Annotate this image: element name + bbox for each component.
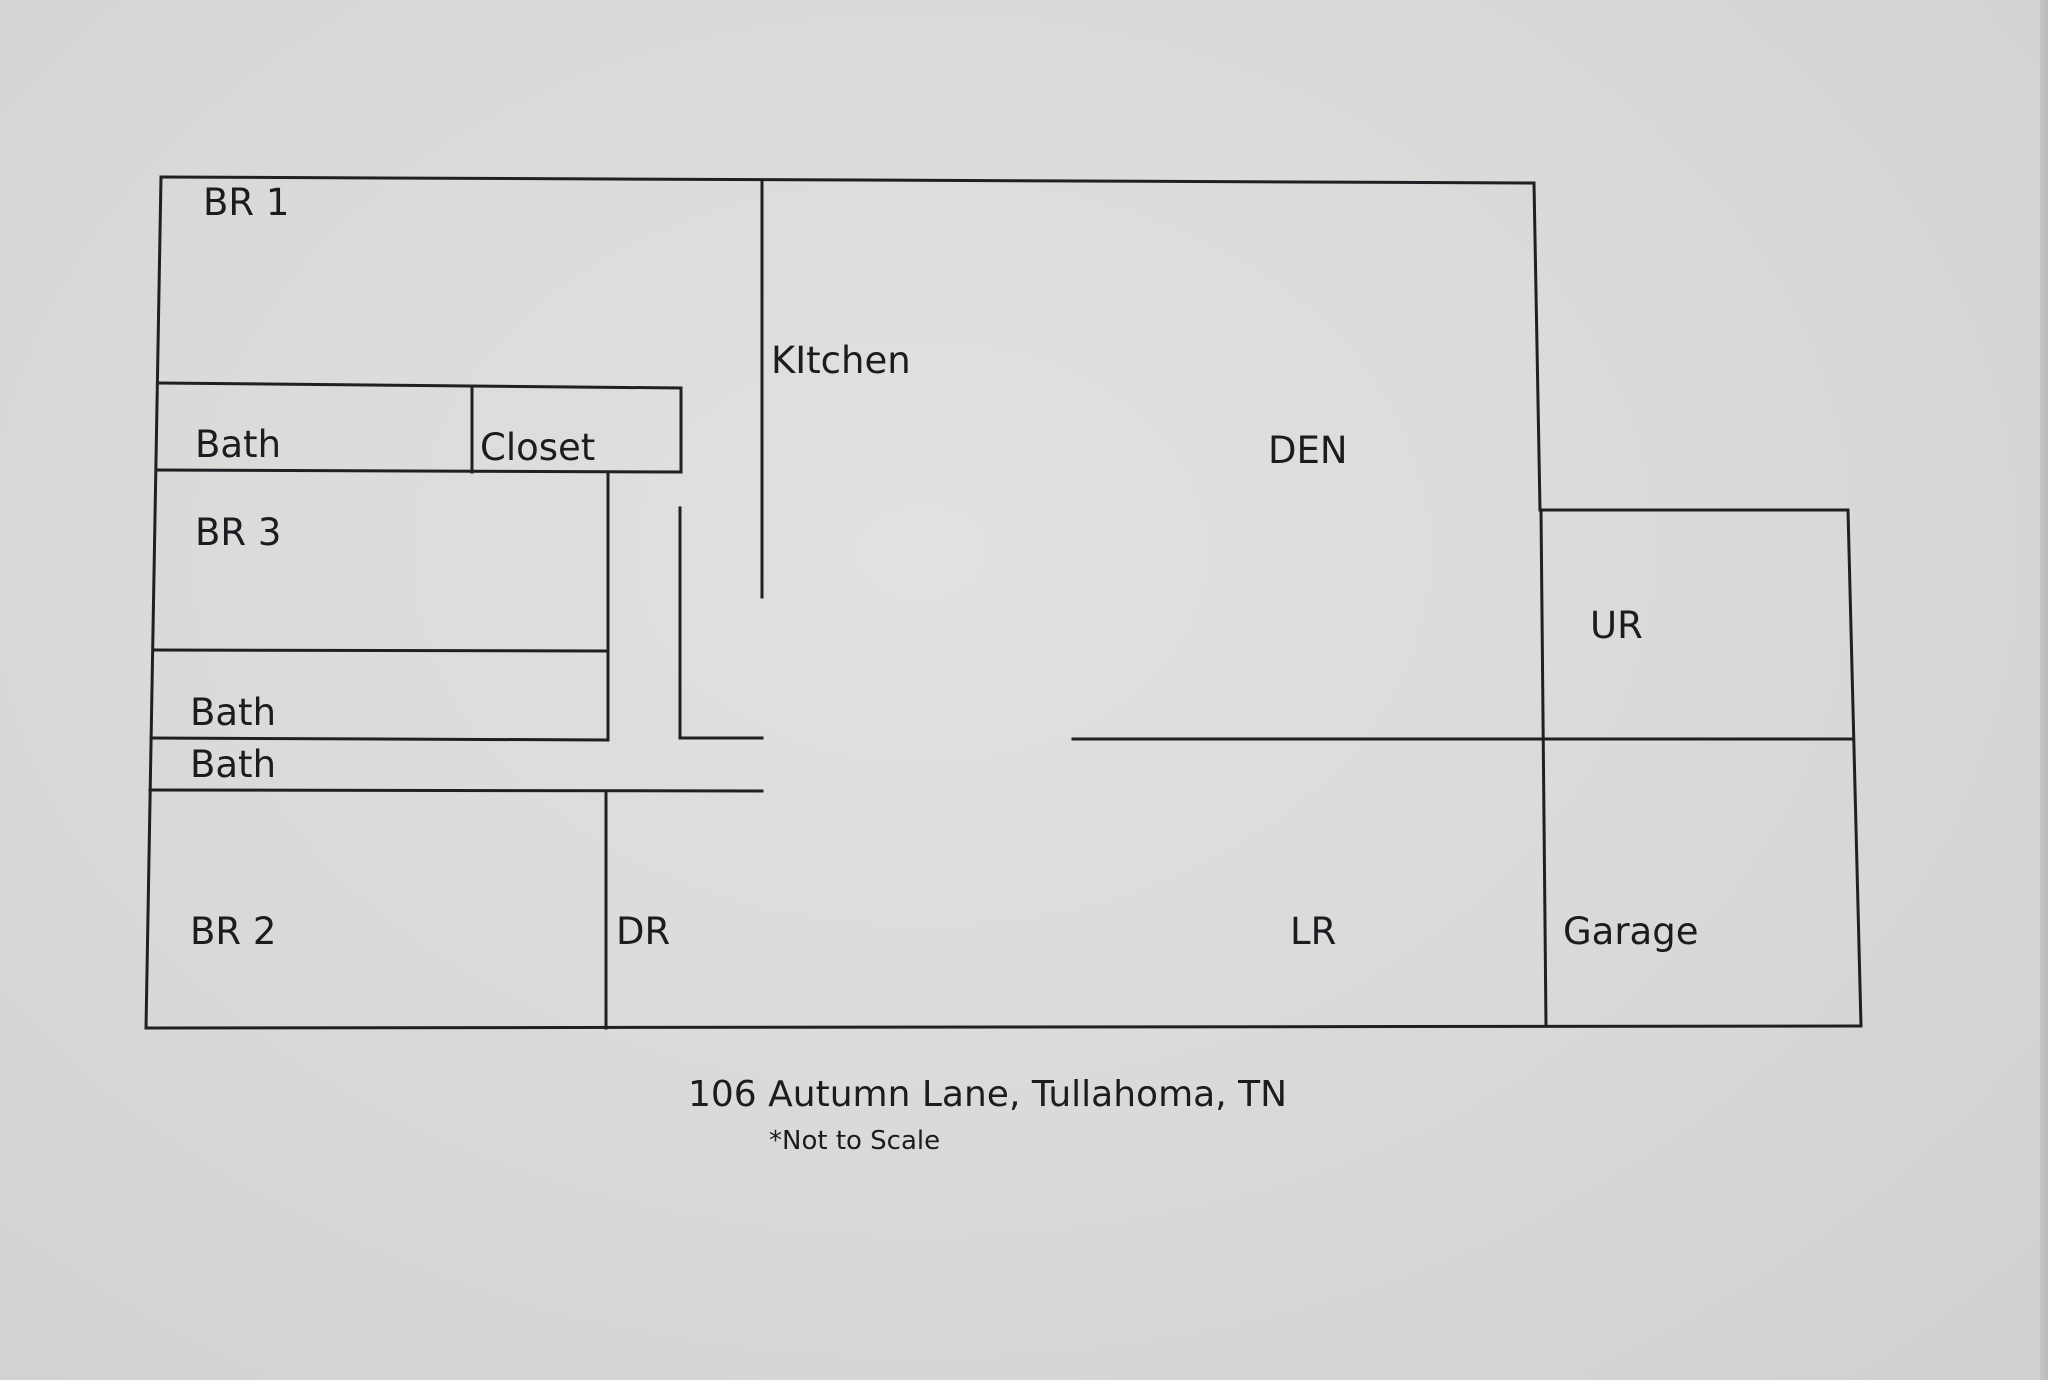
room-label-br3: BR 3	[195, 511, 281, 554]
wall-ur-right	[1846, 508, 1863, 1028]
wall-br1-bottom	[156, 381, 683, 390]
scale-note: *Not to Scale	[769, 1126, 940, 1156]
wall-bottom	[144, 1024, 1863, 1030]
room-label-garage: Garage	[1563, 910, 1698, 953]
wall-top	[159, 175, 1536, 185]
room-label-lr: LR	[1290, 910, 1336, 953]
room-label-den: DEN	[1268, 429, 1348, 472]
wall-bath-top-bottom	[154, 468, 683, 474]
room-label-kitchen: KItchen	[771, 339, 911, 382]
wall-garage-left	[1539, 508, 1548, 1028]
address-caption: 106 Autumn Lane, Tullahoma, TN	[688, 1074, 1287, 1115]
room-labels: BR 1 KItchen Bath Closet DEN BR 3 UR Bat…	[190, 181, 1698, 953]
room-label-bath-mid: Bath	[190, 691, 276, 734]
room-label-bath-low: Bath	[190, 743, 276, 786]
outer-walls	[144, 175, 1863, 1030]
room-label-ur: UR	[1590, 604, 1643, 647]
wall-bath-mid-bottom	[149, 736, 610, 742]
wall-bath-low-bottom	[148, 788, 764, 793]
wall-den-right	[1532, 181, 1542, 512]
interior-walls	[148, 179, 1855, 1030]
room-label-br1: BR 1	[203, 181, 289, 224]
wall-br3-bottom	[151, 648, 609, 653]
room-label-closet: Closet	[480, 426, 595, 469]
wall-left	[144, 175, 163, 1030]
room-label-br2: BR 2	[190, 910, 276, 953]
room-label-bath-top: Bath	[195, 423, 281, 466]
room-label-dr: DR	[616, 910, 670, 953]
paper-edge	[2040, 0, 2048, 1380]
